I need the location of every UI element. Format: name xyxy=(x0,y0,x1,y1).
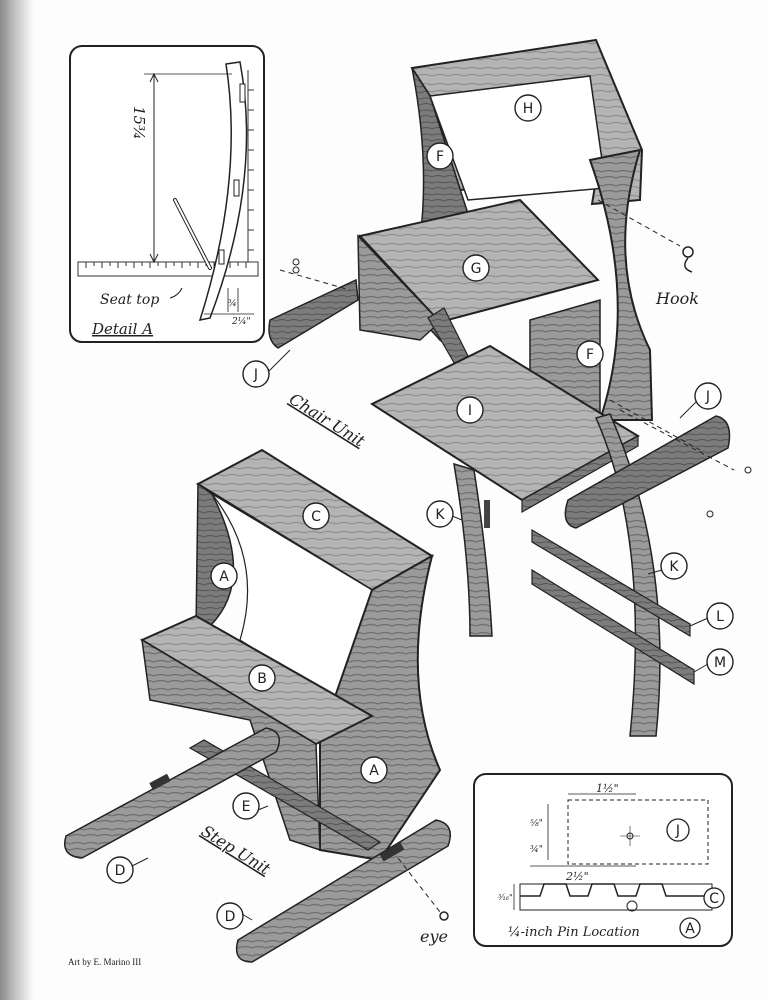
part-labels: H F G F I J J K K L M C A B xyxy=(106,94,734,930)
pin-width-mid: 2½" xyxy=(565,870,589,883)
detail-a-height-dim: 15¾ xyxy=(130,106,148,140)
part-label-k-right: K xyxy=(669,559,679,575)
chair-unit xyxy=(268,38,752,737)
part-label-b: B xyxy=(257,671,267,687)
step-unit xyxy=(64,448,451,963)
part-label-j-right: J xyxy=(705,389,710,405)
part-label-g: G xyxy=(471,261,482,277)
pin-caption: ¼-inch Pin Location xyxy=(508,925,640,940)
pin-width-top: 1½" xyxy=(596,782,619,795)
pin-side-upper: ⅝" xyxy=(530,819,543,829)
chair-unit-label: Chair Unit xyxy=(286,389,369,451)
part-label-i: I xyxy=(468,403,472,419)
pin-part-c: C xyxy=(709,891,719,907)
part-label-m: M xyxy=(714,655,726,671)
detail-a-small-dim: ¾ xyxy=(228,298,237,309)
part-label-c: C xyxy=(311,509,321,525)
pin-location-panel: 1½" ⅝" ¾" 2½" ³⁄₁₆" J C A ¼-inch Pin Loc… xyxy=(473,773,733,947)
pin-side-lower: ¾" xyxy=(530,844,543,855)
part-label-a-left: A xyxy=(219,569,229,585)
part-label-f-right: F xyxy=(586,347,594,363)
detail-a-panel: 15¾ Seat top Detail A ¾ 2¼" xyxy=(69,45,265,343)
pin-part-j: J xyxy=(675,823,680,839)
part-label-e: E xyxy=(242,799,251,815)
detail-a-title: Detail A xyxy=(91,320,153,338)
part-label-d-left: D xyxy=(115,863,126,879)
part-label-d-right: D xyxy=(225,909,236,925)
binding-shadow xyxy=(0,0,34,1000)
detail-a-wide-dim: 2¼" xyxy=(231,316,251,327)
pin-depth: ³⁄₁₆" xyxy=(498,893,513,902)
part-label-f-left: F xyxy=(436,149,444,165)
pin-part-a: A xyxy=(685,921,695,937)
hook-label: Hook xyxy=(655,289,699,308)
art-credit: Art by E. Marino III xyxy=(68,957,142,967)
part-label-k-left: K xyxy=(435,507,445,523)
part-label-a-right: A xyxy=(369,763,379,779)
part-label-j-left: J xyxy=(253,367,258,383)
seat-top-label: Seat top xyxy=(100,292,159,308)
part-label-h: H xyxy=(523,101,534,117)
part-label-l: L xyxy=(716,609,724,625)
step-unit-label: Step Unit xyxy=(198,821,274,878)
eye-label: eye xyxy=(420,927,448,946)
